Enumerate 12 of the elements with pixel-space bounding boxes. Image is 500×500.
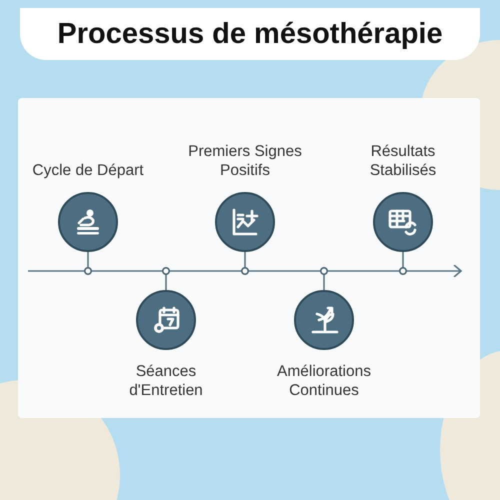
title: Processus de mésothérapie bbox=[57, 18, 443, 50]
milestone-label: Résultats Stabilisés bbox=[368, 142, 438, 180]
connector-line bbox=[241, 252, 249, 275]
connector-line bbox=[162, 267, 170, 290]
timeline-arrow bbox=[28, 265, 462, 277]
milestone-label: Cycle de Départ bbox=[32, 161, 144, 180]
milestone-label: Premiers Signes Positifs bbox=[187, 142, 303, 180]
milestone-label: Séances d'Entretien bbox=[128, 362, 204, 400]
connector-line bbox=[399, 252, 407, 275]
connector-line bbox=[84, 252, 92, 275]
milestone-label: Améliorations Continues bbox=[276, 362, 372, 400]
connector-line bbox=[320, 267, 328, 290]
